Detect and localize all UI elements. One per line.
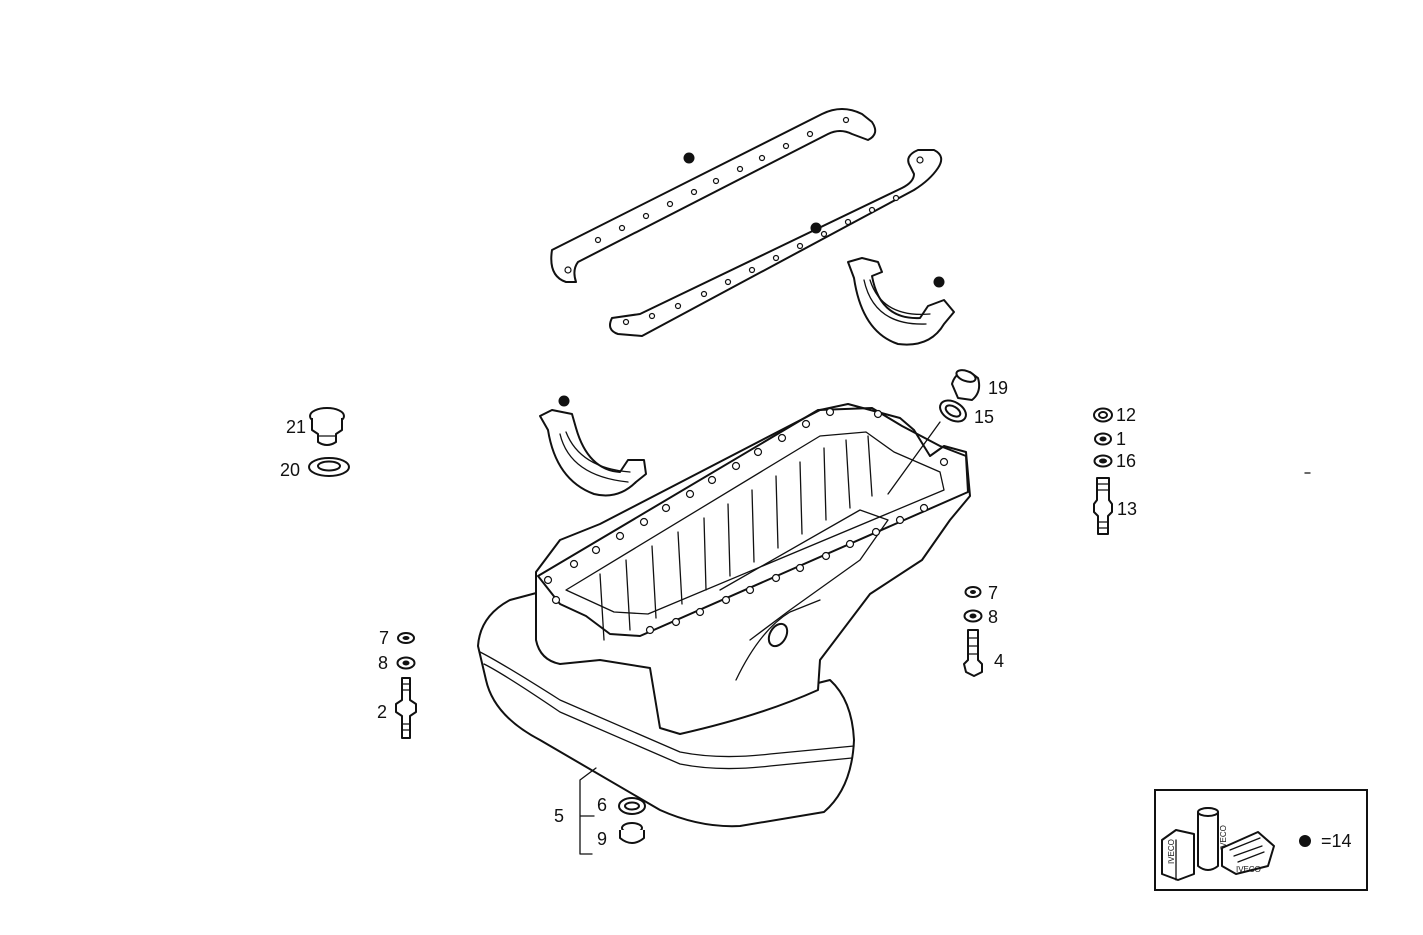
legend-box: IVECO IVECO IVECO =14 [1154,789,1368,891]
callout-12: 12 [1116,405,1136,425]
svg-text:IVECO: IVECO [1167,839,1176,864]
half-moon-seal-left[interactable] [539,409,647,497]
legend-text: =14 [1321,831,1352,851]
sump-gasket-upper[interactable] [550,108,877,283]
stud-2[interactable] [395,677,417,739]
washer-7-left[interactable] [397,632,415,644]
callout-4: 4 [994,651,1004,671]
seal-ring-15[interactable] [936,396,969,426]
svg-text:IVECO: IVECO [1236,865,1261,874]
callout-2: 2 [377,702,387,722]
bolt-4[interactable] [963,629,983,677]
gasket-holes [622,194,900,326]
washer-7-right[interactable] [964,586,982,598]
oil-sump[interactable] [477,403,971,828]
sump-flange-holes [543,407,949,635]
washer-20[interactable] [308,457,350,477]
filler-cap-19[interactable] [951,368,981,401]
drain-washer-6[interactable] [618,797,646,815]
sump-inner-ribs [599,435,873,641]
callout-13: 13 [1117,499,1137,519]
callout-1: 1 [1116,429,1126,449]
callout-7-left: 7 [379,628,389,648]
callout-7-right: 7 [988,583,998,603]
callout-21: 21 [286,417,306,437]
callout-8-right: 8 [988,607,998,627]
svg-text:IVECO: IVECO [1219,825,1228,850]
callout-6: 6 [597,795,607,815]
callout-20: 20 [280,460,300,480]
stud-13[interactable] [1093,477,1113,535]
callout-8-left: 8 [378,653,388,673]
washer-8-right[interactable] [963,609,983,623]
washer-16[interactable] [1093,454,1113,468]
leader-line-19-15 [887,421,941,495]
filled-dot-icon [1299,835,1311,847]
sump-gasket-lower[interactable] [609,149,943,337]
washer-1[interactable] [1094,432,1112,446]
marker-dot-gasket-lower [810,222,822,234]
half-moon-seal-right[interactable] [847,257,955,346]
plug-21[interactable] [309,407,345,446]
marker-dot-gasket-upper [683,152,695,164]
sealant-kit-icon: IVECO IVECO IVECO [1161,807,1275,881]
callout-labels: 12 1 16 13 19 15 7 8 4 21 20 7 8 2 5 6 9 [280,378,1137,849]
gasket-holes [594,116,850,244]
marker-dot-half-moon-left [558,395,570,407]
callout-19: 19 [988,378,1008,398]
callout-16: 16 [1116,451,1136,471]
drain-plug-9[interactable] [619,822,645,844]
callout-5: 5 [554,806,564,826]
callout-15: 15 [974,407,994,427]
washer-8-left[interactable] [396,656,416,670]
bracket-5 [579,767,597,855]
nut-12[interactable] [1093,407,1113,423]
callout-9: 9 [597,829,607,849]
marker-dot-half-moon-right [933,276,945,288]
